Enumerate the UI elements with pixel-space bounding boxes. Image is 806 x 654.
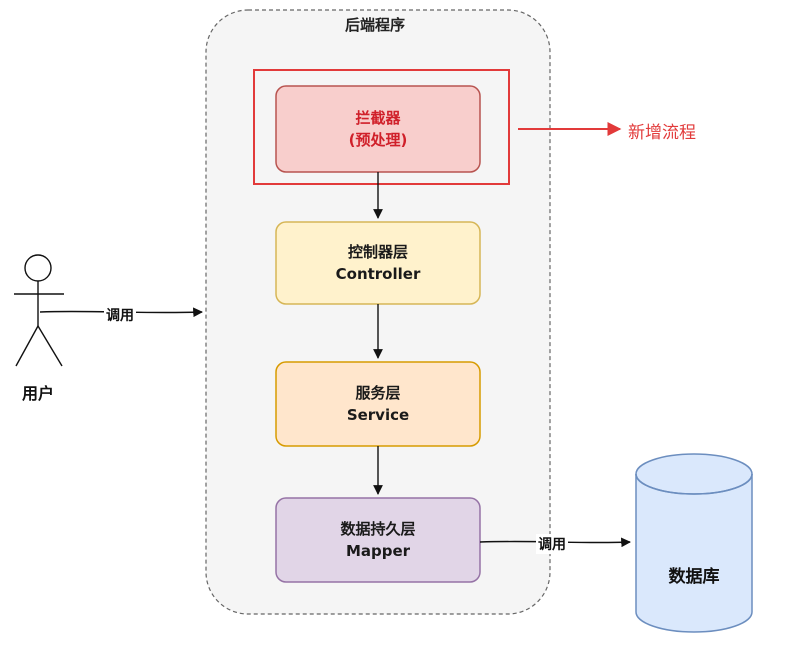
mapper-title: 数据持久层 [340,520,416,538]
interceptor-subtitle: (预处理) [348,131,408,149]
controller-label: 控制器层 Controller [276,222,480,304]
mapper-subtitle: Mapper [345,542,411,560]
service-label: 服务层 Service [276,362,480,446]
mapper-label: 数据持久层 Mapper [276,498,480,582]
user-actor-icon [14,254,64,367]
user-actor-label: 用户 [21,384,54,403]
service-subtitle: Service [346,406,410,424]
container-title: 后端程序 [344,16,405,34]
service-title: 服务层 [355,384,401,402]
database-call-edge-label: 调用 [536,534,568,554]
database-label: 数据库 [668,567,720,587]
user-call-edge-label: 调用 [104,305,136,325]
interceptor-highlight-frame [253,69,510,185]
interceptor-label: 拦截器 (预处理) [276,86,480,172]
mapper-box [275,497,481,583]
database-cylinder-icon [635,453,753,633]
controller-title: 控制器层 [347,243,408,261]
new-flow-annotation: 新增流程 [628,123,696,143]
interceptor-title: 拦截器 [355,109,401,127]
controller-subtitle: Controller [335,265,421,283]
